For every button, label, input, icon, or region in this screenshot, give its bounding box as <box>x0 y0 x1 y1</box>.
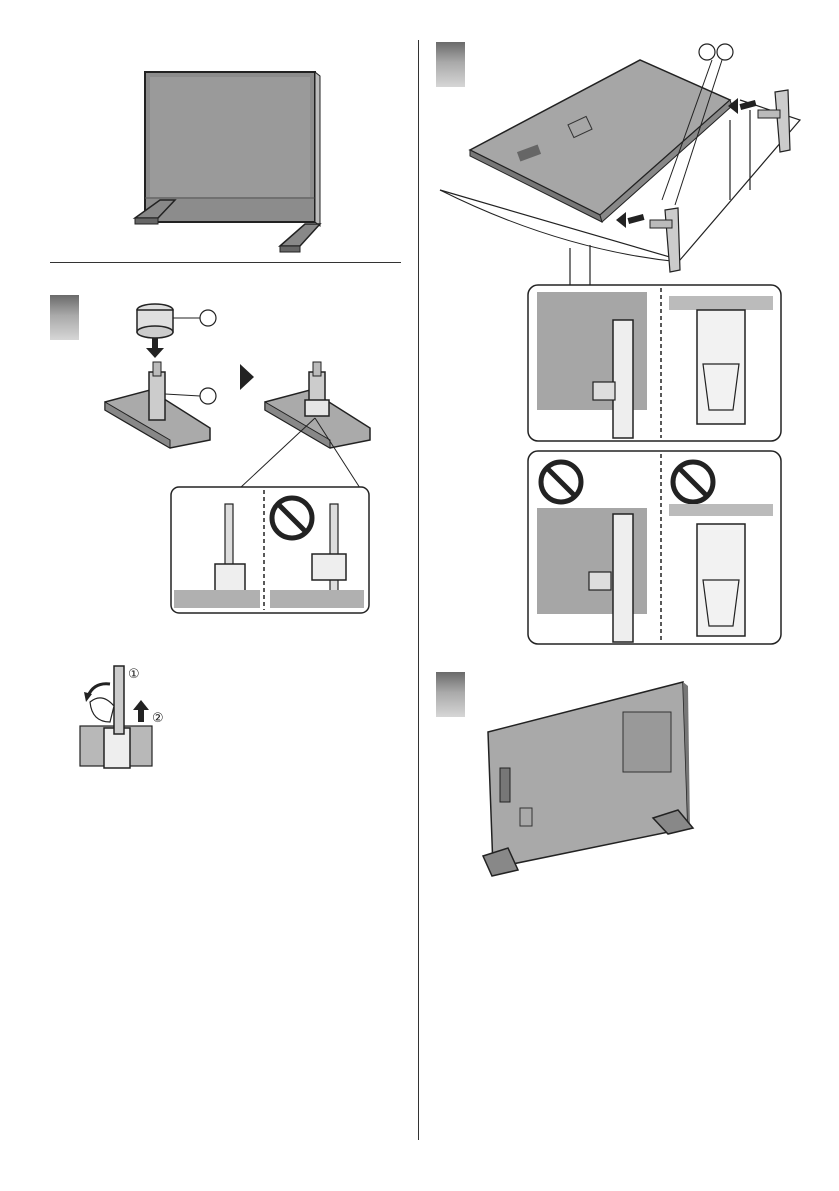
step-3-badge <box>436 672 465 717</box>
section-divider <box>50 262 401 263</box>
callout-b-right <box>717 44 733 60</box>
stand-assembly-illustration <box>100 290 390 460</box>
tv-facedown-illustration <box>440 40 810 285</box>
sequence-marker-1: ① <box>128 667 140 682</box>
lift-arrow-icon <box>133 700 149 722</box>
insertion-correct-detail <box>527 284 782 442</box>
tv-back-icon <box>470 60 732 222</box>
column-divider <box>418 40 419 1140</box>
stand-cap-icon <box>137 304 173 338</box>
tv-front-illustration <box>130 68 330 258</box>
callout-b <box>200 388 216 404</box>
tv-back-standing-illustration <box>478 678 708 878</box>
stand-leg-right <box>758 90 790 152</box>
cap-fit-detail <box>170 486 370 614</box>
step-1-badge <box>50 295 79 340</box>
stand-leg-left <box>650 208 680 272</box>
sequence-marker-2: ② <box>152 711 164 726</box>
tv-front-icon <box>135 72 320 252</box>
pedestal-assembled-icon <box>265 362 370 448</box>
tv-back-icon <box>488 682 690 868</box>
callout-a-right <box>699 44 715 60</box>
arrow-down-icon <box>146 338 164 358</box>
callout-a <box>200 310 216 326</box>
pedestal-base-icon <box>105 362 210 448</box>
arrow-right-icon <box>240 364 254 390</box>
insertion-wrong-detail <box>527 450 782 645</box>
